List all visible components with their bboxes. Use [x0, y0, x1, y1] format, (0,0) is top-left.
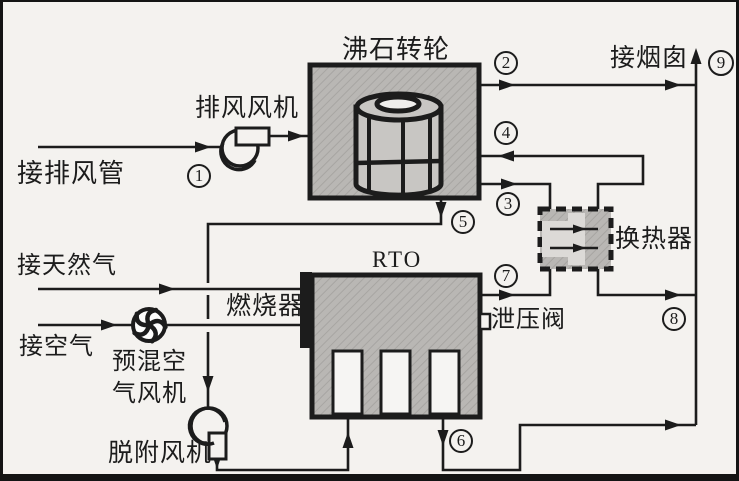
- hx-light-channel-h: [542, 221, 568, 257]
- hx-light-channel-v: [568, 213, 585, 265]
- stream-number-1: 1: [187, 164, 211, 188]
- arrow-up-into-rto: [342, 432, 354, 448]
- heat-exchanger-box: [537, 206, 614, 272]
- arrow-right-gas: [159, 283, 175, 295]
- stream-number-7: 7: [494, 264, 518, 288]
- label-rto: RTO: [372, 247, 423, 272]
- label-zeolite-wheel: 沸石转轮: [342, 35, 451, 64]
- arrow-right-exhaust: [195, 141, 211, 153]
- label-premix-fan-2: 气风机: [112, 381, 187, 407]
- arrow-right-2a: [499, 79, 515, 91]
- flow-line-fan-to-rto: [215, 419, 350, 472]
- arrow-right-8: [665, 289, 681, 301]
- arrow-up-chimney: [690, 48, 702, 64]
- flow-line-4: [479, 154, 645, 229]
- label-exhaust-duct: 接排风管: [17, 159, 126, 188]
- burner-bar: [300, 272, 312, 348]
- label-natural-gas: 接天然气: [17, 253, 117, 279]
- desorption-fan-icon: [187, 406, 229, 461]
- diagram-canvas: [38, 48, 702, 472]
- label-burner: 燃烧器: [226, 293, 305, 320]
- label-chimney: 接烟囱: [610, 45, 689, 72]
- zeolite-wheel-box: [307, 62, 482, 201]
- relief-valve-stub: [478, 312, 492, 331]
- label-relief-valve: 泄压阀: [491, 307, 566, 333]
- zeolite-drum-icon: [353, 91, 444, 198]
- label-air: 接空气: [19, 334, 94, 360]
- exhaust-fan-icon: [219, 126, 271, 172]
- rto-bed-slot-2: [379, 349, 412, 416]
- rto-bed-slot-3: [428, 349, 461, 416]
- arrow-right-air: [101, 319, 117, 331]
- label-premix-fan-1: 预混空: [112, 349, 187, 375]
- arrow-down-5b: [202, 376, 214, 392]
- stream-number-2: 2: [494, 51, 518, 75]
- stream-number-3: 3: [496, 192, 520, 216]
- arrow-down-5a: [435, 202, 447, 218]
- stream-number-6: 6: [449, 429, 473, 453]
- label-exhaust-fan: 排风风机: [195, 95, 300, 122]
- stream-number-8: 8: [662, 307, 686, 331]
- stream-number-5: 5: [451, 210, 475, 234]
- rto-box: [300, 272, 492, 420]
- arrow-right-3: [501, 178, 517, 190]
- rto-bed-slot-1: [331, 349, 364, 416]
- arrow-left-4: [498, 150, 514, 162]
- arrow-right-hx-lower: [573, 243, 586, 253]
- label-heat-exchanger: 换热器: [615, 226, 694, 253]
- stream-number-9: 9: [708, 50, 734, 76]
- arrow-right-fan-out: [288, 130, 304, 142]
- premix-fan-icon: [131, 307, 168, 344]
- arrow-down-6: [437, 430, 449, 446]
- stream-number-4: 4: [494, 121, 518, 145]
- flow-line-6: [441, 417, 696, 472]
- arrow-right-hx-upper: [573, 224, 586, 234]
- label-desorption-fan: 脱附风机: [108, 440, 213, 467]
- arrow-right-7: [499, 289, 515, 301]
- arrow-right-6: [665, 419, 681, 431]
- arrow-right-2b: [665, 79, 681, 91]
